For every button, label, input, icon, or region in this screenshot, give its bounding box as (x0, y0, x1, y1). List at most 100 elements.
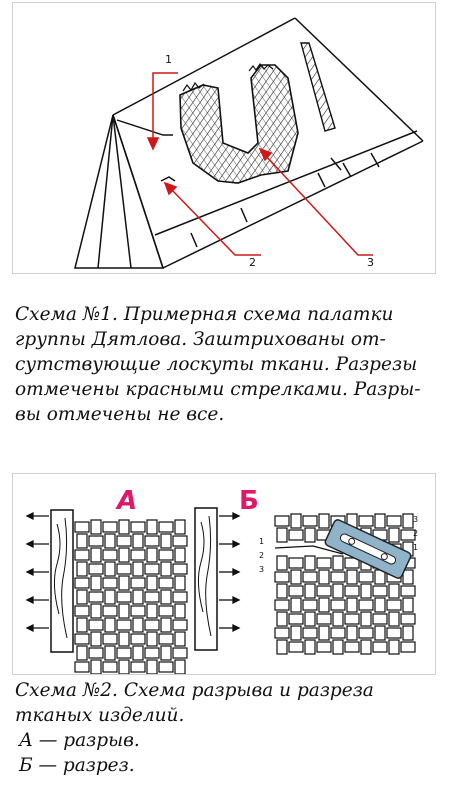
razor-blade-icon (324, 519, 412, 579)
thread-number: 1 (259, 537, 264, 546)
weave-thread (290, 625, 302, 641)
weave-thread (132, 561, 144, 577)
weave-thread (88, 535, 104, 547)
weave-thread (172, 619, 188, 631)
label-2: 2 (249, 256, 256, 269)
weave-thread (76, 645, 88, 661)
weave-thread (304, 639, 316, 655)
weave-thread (388, 639, 400, 655)
weave-thread (88, 619, 104, 631)
weave-thread (388, 583, 400, 599)
weave-thread (158, 521, 174, 533)
woven-fabric-cut (274, 513, 416, 655)
weave-thread (146, 659, 158, 674)
weave-thread (116, 563, 132, 575)
caption-1-line: отмечены красными стрелками. Разры- (15, 379, 421, 400)
weave-thread (130, 633, 146, 645)
tent-diagram: 1 2 3 (12, 2, 436, 274)
missing-fabric-pieces (179, 42, 336, 184)
weave-thread (372, 641, 388, 653)
weave-thread (146, 603, 158, 619)
thread-number: 2 (259, 551, 264, 560)
weave-thread (76, 533, 88, 549)
weave-thread (130, 605, 146, 617)
weave-thread (118, 575, 130, 591)
label-3: 3 (367, 256, 374, 269)
thread-number: 3 (259, 565, 264, 574)
weave-thread (90, 547, 102, 563)
weave-thread (102, 661, 118, 673)
weave-thread (74, 661, 90, 673)
weave-thread (130, 577, 146, 589)
weave-thread (276, 611, 288, 627)
weave-thread (74, 605, 90, 617)
weave-thread (88, 647, 104, 659)
weave-thread (274, 515, 290, 527)
caption-2-title-line: тканых изделий. (15, 705, 185, 726)
weave-thread (76, 561, 88, 577)
weave-thread (274, 599, 290, 611)
weave-thread (132, 589, 144, 605)
label-1: 1 (165, 53, 172, 66)
weave-thread (158, 605, 174, 617)
weave-thread (90, 519, 102, 535)
weave-thread (344, 641, 360, 653)
left-clamp (50, 509, 74, 653)
weave-thread (102, 549, 118, 561)
weave-thread (158, 577, 174, 589)
weave-thread (374, 513, 386, 529)
weave-thread (402, 625, 414, 641)
weave-thread (316, 613, 332, 625)
weave-thread (90, 631, 102, 647)
weave-thread (130, 661, 146, 673)
weave-thread (102, 605, 118, 617)
caption-1-line: сутствующие лоскуты ткани. Разрезы (15, 354, 418, 375)
legend-tear: А — разрыв. (19, 730, 140, 751)
weave-thread (174, 547, 186, 563)
weave-thread (132, 617, 144, 633)
weave-thread (160, 617, 172, 633)
weave-thread (116, 647, 132, 659)
weave-thread (118, 547, 130, 563)
weave-thread (374, 625, 386, 641)
weave-thread (74, 521, 90, 533)
weave-thread (174, 519, 186, 535)
weave-thread (374, 597, 386, 613)
red-arrows (146, 72, 373, 256)
tension-arrows (25, 511, 241, 633)
weave-thread (372, 585, 388, 597)
weave-thread (276, 639, 288, 655)
right-clamp (194, 507, 218, 651)
weave-thread (158, 549, 174, 561)
weave-thread (304, 583, 316, 599)
weave-thread (290, 513, 302, 529)
weave-thread (146, 547, 158, 563)
caption-scheme-1: Схема №1. Примерная схема палатки группы… (15, 302, 437, 427)
weave-thread (174, 603, 186, 619)
fabric-drawing: А Б (25, 486, 418, 674)
weave-thread (402, 569, 414, 585)
weave-thread (402, 513, 414, 529)
weave-thread (90, 575, 102, 591)
caption-1-line: Схема №1. Примерная схема палатки (15, 304, 394, 325)
thread-number: 2 (413, 529, 418, 538)
weave-thread (146, 519, 158, 535)
cut-line (274, 545, 344, 555)
weave-thread (346, 625, 358, 641)
weave-thread (144, 563, 160, 575)
weave-thread (318, 569, 330, 585)
weave-thread (388, 611, 400, 627)
label-a: А (115, 486, 137, 516)
weave-thread (172, 535, 188, 547)
weave-thread (172, 647, 188, 659)
weave-thread (332, 555, 344, 571)
weave-thread (318, 625, 330, 641)
weave-thread (118, 659, 130, 674)
weave-thread (358, 571, 374, 583)
weave-thread (158, 633, 174, 645)
weave-thread (132, 533, 144, 549)
weave-thread (330, 571, 346, 583)
weave-thread (116, 535, 132, 547)
weave-thread (104, 645, 116, 661)
weave-thread (386, 599, 402, 611)
